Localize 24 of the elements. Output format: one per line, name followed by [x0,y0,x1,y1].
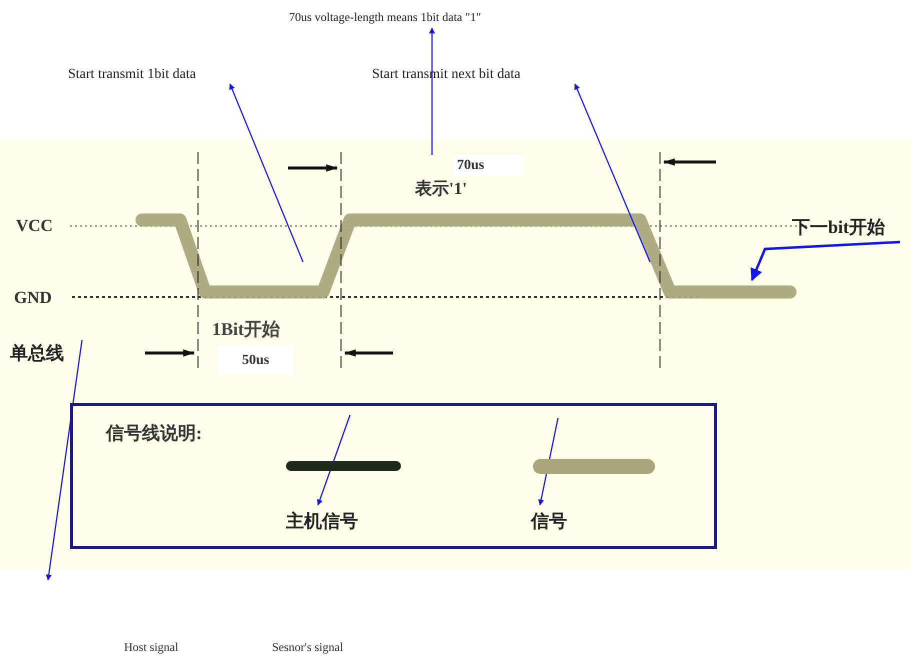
arrow [574,83,651,262]
signal-label: 单总线 [10,340,82,368]
arrow [429,27,435,155]
signal-label: Sesnor's signal [272,639,344,656]
arrow [229,83,304,262]
signal-line-sample [533,459,655,474]
signal-label: 50us [218,346,294,375]
signal-label: 表示'1' [415,178,468,200]
signal-label: 主机信号 [286,508,376,538]
duration-label: 70us [453,155,524,176]
leader-line [750,240,900,282]
annotation-text: Start transmit 1bit data [68,64,240,84]
annotation-text: 70us voltage-length means 1bit data "1" [250,8,520,28]
leader-line [46,340,83,581]
signal-label: 信号 [531,508,601,538]
signal-label: 下一bit开始 [792,214,907,242]
signal-line-sample [286,461,401,471]
signal-label: Host signal [124,639,178,656]
signal-label: VCC [16,215,53,237]
arrow [316,414,351,506]
legend-box [70,403,717,549]
signal-label: GND [14,287,52,309]
legend-heading: 信号线说明: [106,422,202,445]
signal-label: 1Bit开始 [212,318,280,341]
